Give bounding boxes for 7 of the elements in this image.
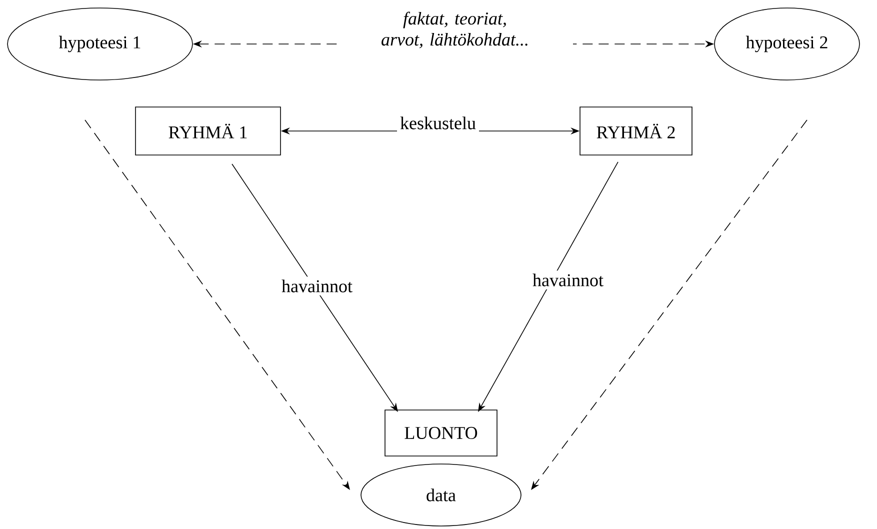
group-box: RYHMÄ 2: [580, 106, 692, 156]
edge-label: havainnot: [530, 270, 606, 290]
group-box: RYHMÄ 1: [135, 106, 281, 156]
edge-label: faktat, teoriat, arvot, lähtökohdat...: [337, 8, 573, 52]
nature-box: LUONTO: [384, 410, 498, 456]
edge-label: keskustelu: [397, 114, 479, 132]
edge-label: havainnot: [278, 276, 356, 296]
